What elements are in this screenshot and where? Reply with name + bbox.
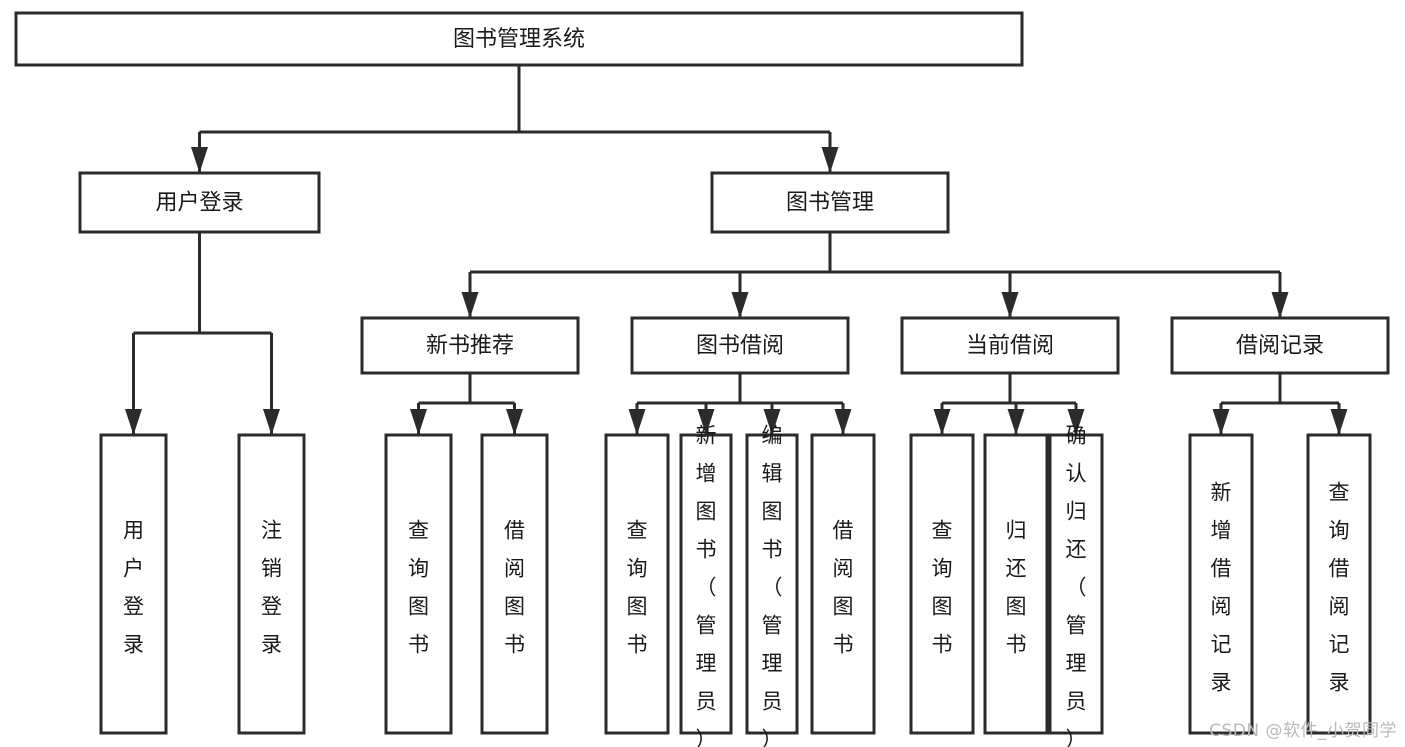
node-label-book-borrow: 图书借阅 xyxy=(696,334,784,359)
node-box-leaf-return-book xyxy=(983,433,1049,735)
edge-group-root xyxy=(191,65,839,173)
node-label-leaf-edit-book: 编辑图书（管理员） xyxy=(762,424,783,747)
edge-group-book-borrow xyxy=(628,373,852,435)
node-leaf-query-book-2[interactable]: 查询图书 xyxy=(604,433,670,735)
arrow-head-icon xyxy=(628,409,646,435)
node-label-leaf-query-book-1: 查询图书 xyxy=(408,519,429,657)
arrow-head-icon xyxy=(506,409,523,435)
arrow-head-icon xyxy=(1067,409,1085,435)
node-box-current-borrow xyxy=(900,316,1120,375)
node-leaf-borrow-book-1[interactable]: 借阅图书 xyxy=(480,433,549,735)
node-box-leaf-query-book-1 xyxy=(384,433,453,735)
node-leaf-query-book-1[interactable]: 查询图书 xyxy=(384,433,453,735)
node-box-user-login xyxy=(78,171,321,234)
node-box-leaf-borrow-book-1 xyxy=(480,433,549,735)
arrow-head-icon xyxy=(1001,292,1019,318)
node-box-leaf-query-book-3 xyxy=(909,433,975,735)
node-current-borrow[interactable]: 当前借阅 xyxy=(900,316,1120,375)
node-label-leaf-user-login: 用户登录 xyxy=(123,519,144,657)
node-leaf-confirm-return[interactable]: 确认归还（管理员） xyxy=(1048,424,1104,747)
arrow-head-icon xyxy=(410,409,427,435)
connector-layer xyxy=(125,65,1348,435)
node-leaf-query-book-3[interactable]: 查询图书 xyxy=(909,433,975,735)
node-label-leaf-add-book: 新增图书（管理员） xyxy=(696,424,717,747)
node-layer: 图书管理系统用户登录图书管理新书推荐图书借阅当前借阅借阅记录用户登录注销登录查询… xyxy=(14,11,1390,747)
node-box-leaf-confirm-return xyxy=(1048,433,1104,735)
arrow-head-icon xyxy=(731,292,749,318)
node-label-current-borrow: 当前借阅 xyxy=(966,334,1054,359)
arrow-head-icon xyxy=(1271,292,1289,318)
node-label-leaf-query-borrow-record: 查询借阅记录 xyxy=(1329,481,1350,695)
node-book-manage[interactable]: 图书管理 xyxy=(710,171,950,234)
node-label-book-manage: 图书管理 xyxy=(786,191,874,216)
arrow-head-icon xyxy=(821,147,839,173)
node-new-book-recommend[interactable]: 新书推荐 xyxy=(360,316,580,375)
arrow-head-icon xyxy=(1212,409,1230,435)
arrow-head-icon xyxy=(1007,409,1025,435)
node-label-leaf-add-borrow-record: 新增借阅记录 xyxy=(1211,481,1232,695)
node-leaf-edit-book[interactable]: 编辑图书（管理员） xyxy=(745,424,799,747)
edge-group-borrow-record xyxy=(1212,373,1348,435)
node-label-leaf-confirm-return: 确认归还（管理员） xyxy=(1066,424,1087,747)
node-leaf-user-login[interactable]: 用户登录 xyxy=(99,433,168,735)
node-box-leaf-add-borrow-record xyxy=(1188,433,1254,735)
node-label-leaf-borrow-book-1: 借阅图书 xyxy=(504,519,525,657)
node-leaf-add-borrow-record[interactable]: 新增借阅记录 xyxy=(1188,433,1254,735)
node-label-leaf-query-book-2: 查询图书 xyxy=(627,519,648,657)
node-box-new-book-recommend xyxy=(360,316,580,375)
edge-group-user-login xyxy=(125,232,280,435)
node-leaf-borrow-book-2[interactable]: 借阅图书 xyxy=(810,433,876,735)
node-leaf-logout[interactable]: 注销登录 xyxy=(237,433,306,735)
arrow-head-icon xyxy=(1330,409,1348,435)
node-box-leaf-logout xyxy=(237,433,306,735)
arrow-head-icon xyxy=(697,409,715,435)
arrow-head-icon xyxy=(263,409,280,435)
node-user-login[interactable]: 用户登录 xyxy=(78,171,321,234)
node-label-leaf-borrow-book-2: 借阅图书 xyxy=(833,519,854,657)
node-label-root: 图书管理系统 xyxy=(453,27,585,52)
arrow-head-icon xyxy=(191,147,208,173)
edge-group-new-book-recommend xyxy=(410,373,523,435)
node-label-borrow-record: 借阅记录 xyxy=(1236,334,1324,359)
node-leaf-query-borrow-record[interactable]: 查询借阅记录 xyxy=(1306,433,1372,735)
node-label-leaf-query-book-3: 查询图书 xyxy=(932,519,953,657)
node-label-user-login: 用户登录 xyxy=(155,191,243,216)
edge-group-book-manage xyxy=(461,232,1289,318)
node-box-leaf-query-book-2 xyxy=(604,433,670,735)
edge-group-current-borrow xyxy=(933,373,1085,435)
arrow-head-icon xyxy=(125,409,142,435)
node-leaf-add-book[interactable]: 新增图书（管理员） xyxy=(679,424,733,747)
node-root[interactable]: 图书管理系统 xyxy=(14,11,1024,67)
node-box-leaf-add-book xyxy=(679,433,733,735)
arrow-head-icon xyxy=(763,409,781,435)
node-box-leaf-user-login xyxy=(99,433,168,735)
node-label-leaf-return-book: 归还图书 xyxy=(1006,519,1027,657)
node-borrow-record[interactable]: 借阅记录 xyxy=(1170,316,1390,375)
node-label-leaf-logout: 注销登录 xyxy=(261,519,282,657)
arrow-head-icon xyxy=(834,409,852,435)
node-box-leaf-edit-book xyxy=(745,433,799,735)
arrow-head-icon xyxy=(933,409,951,435)
node-leaf-return-book[interactable]: 归还图书 xyxy=(983,433,1049,735)
node-box-book-manage xyxy=(710,171,950,234)
node-box-book-borrow xyxy=(630,316,850,375)
node-book-borrow[interactable]: 图书借阅 xyxy=(630,316,850,375)
node-label-new-book-recommend: 新书推荐 xyxy=(426,334,514,359)
watermark-text: CSDN @软件_小贺同学 xyxy=(1209,721,1397,741)
node-box-root xyxy=(14,11,1024,67)
arrow-head-icon xyxy=(461,292,479,318)
node-box-leaf-query-borrow-record xyxy=(1306,433,1372,735)
node-box-borrow-record xyxy=(1170,316,1390,375)
node-box-leaf-borrow-book-2 xyxy=(810,433,876,735)
